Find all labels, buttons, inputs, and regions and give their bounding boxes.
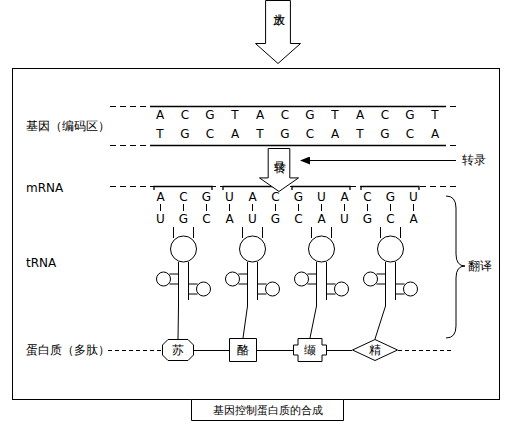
dna-base: A (331, 127, 339, 141)
dna-base: T (356, 127, 363, 141)
dna-base: A (431, 127, 439, 141)
mrna-base: C (179, 190, 187, 204)
dna-base: G (280, 127, 289, 141)
anticodon-base: U (248, 212, 257, 226)
anticodon-base: C (386, 212, 394, 226)
anticodon-base: G (271, 212, 280, 226)
dna-base: T (256, 127, 263, 141)
dna-base: G (205, 108, 214, 122)
dna-strand (110, 145, 460, 146)
node-text: 酪 (237, 344, 249, 357)
outline-shape (163, 340, 194, 361)
trna-shape (364, 227, 418, 306)
mrna-base: A (340, 190, 348, 204)
node-outline (259, 148, 299, 192)
dna-base: G (405, 108, 414, 122)
outline-shape (353, 340, 398, 361)
anticodon-base: C (294, 212, 302, 226)
anticodon-base: G (363, 212, 372, 226)
mrna-base: G (202, 190, 211, 204)
part-label: tRNA (26, 256, 56, 270)
mrna-base: G (294, 190, 303, 204)
transcription-arrow: 转录 (259, 148, 299, 192)
anticodon-base: U (156, 212, 165, 226)
node-text: 缬 (304, 344, 316, 357)
codon-brackets (154, 187, 419, 191)
process-label: 翻译 (468, 259, 492, 273)
anticodon-base: C (202, 212, 210, 226)
mrna-base: A (248, 190, 256, 204)
amino-acid-square: 酪 (229, 338, 257, 362)
mrna-base: U (409, 190, 418, 204)
dna-base: T (431, 108, 438, 122)
outline-shape (260, 149, 299, 192)
node-text: 苏 (172, 344, 184, 357)
outline-shape (256, 1, 301, 64)
dna-strand (150, 145, 446, 146)
dna-base: A (256, 108, 264, 122)
amino-acid-diamond: 精 (352, 339, 398, 361)
trna-stems (178, 306, 386, 339)
dna-base: A (231, 127, 239, 141)
dna-strand (110, 106, 460, 107)
anticodon-base: G (179, 212, 188, 226)
amino-acid-octagon: 苏 (162, 339, 194, 361)
anticodon-base: A (225, 212, 233, 226)
dna-base: C (306, 127, 314, 141)
dna-base: C (181, 108, 189, 122)
base-pair-bonds (161, 204, 414, 211)
dna-base: T (156, 127, 163, 141)
trna-shape (157, 227, 211, 306)
dna-strand (150, 106, 446, 107)
leader-arrow (301, 160, 456, 161)
mrna-base: G (386, 190, 395, 204)
amino-acid-cross: 缬 (293, 338, 327, 362)
part-label: 蛋白质（多肽） (26, 343, 110, 357)
dna-base: A (156, 108, 164, 122)
mrna-base: U (225, 190, 234, 204)
node-text: 基因控制蛋白质的合成 (213, 404, 323, 417)
outline-shape (294, 339, 327, 362)
node-outline (255, 0, 301, 64)
dna-base: C (406, 127, 414, 141)
zoom-arrow: 放大 (255, 0, 301, 64)
anticodon-base: U (340, 212, 349, 226)
trna-shape (226, 227, 280, 306)
peptide-bond (327, 350, 352, 351)
part-label: mRNA (26, 181, 63, 195)
trna-shape (295, 227, 349, 306)
anticodon-base: A (317, 212, 325, 226)
brace (446, 196, 465, 338)
peptide-chain (398, 350, 452, 351)
part-label: 基因（编码区） (26, 119, 110, 133)
mrna-base: C (271, 190, 279, 204)
mrna-base: A (156, 190, 164, 204)
dna-base: C (206, 127, 214, 141)
mrna-base: C (363, 190, 371, 204)
dna-base: C (281, 108, 289, 122)
outline-shape (230, 339, 257, 362)
dna-base: G (180, 127, 189, 141)
frame-box (13, 69, 500, 400)
process-label: 转录 (462, 153, 486, 167)
dna-base: T (331, 108, 338, 122)
node-text: 精 (369, 344, 381, 357)
dna-base: C (381, 108, 389, 122)
peptide-bond (194, 350, 229, 351)
peptide-bond (257, 350, 293, 351)
dna-base: T (231, 108, 238, 122)
caption-box: 基因控制蛋白质的合成 (191, 399, 344, 421)
anticodon-base: A (409, 212, 417, 226)
dna-base: G (380, 127, 389, 141)
mrna-base: U (317, 190, 326, 204)
peptide-chain (108, 350, 162, 351)
dna-base: G (305, 108, 314, 122)
outline-shape (192, 400, 344, 421)
dna-base: A (356, 108, 364, 122)
